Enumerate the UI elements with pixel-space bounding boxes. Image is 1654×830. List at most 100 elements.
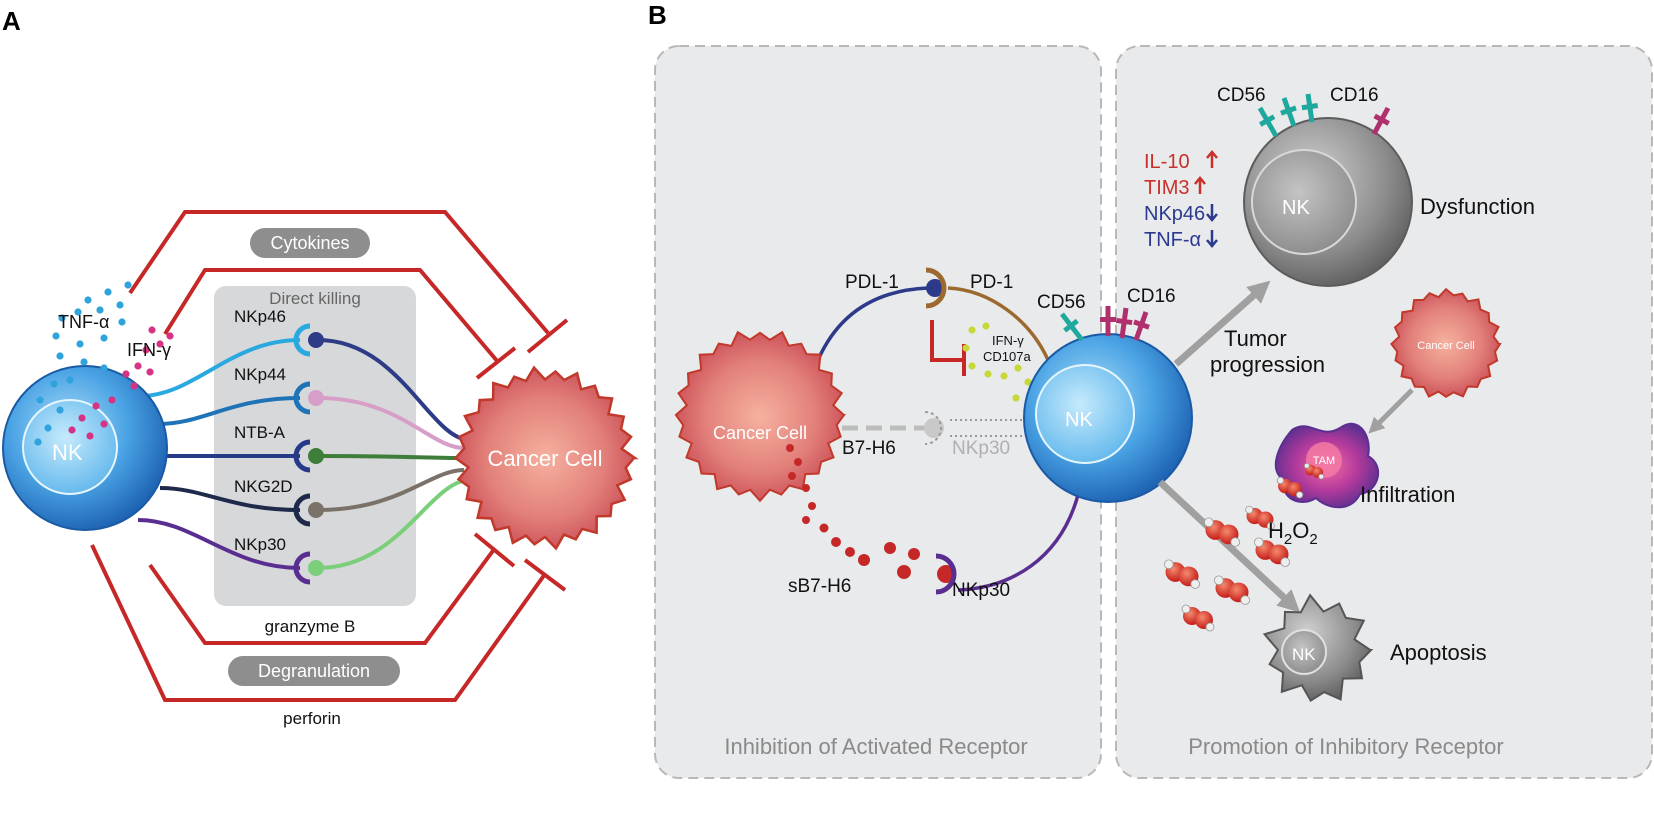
cancer-cell-b: Cancer Cell: [674, 330, 846, 503]
sb7h6-dots: [786, 444, 920, 579]
receptor-label: NKp44: [234, 365, 286, 384]
tam-label: TAM: [1313, 455, 1335, 467]
h2o2-molecule: [1276, 476, 1304, 499]
ligand-line: [317, 468, 465, 512]
tnf-dot: [36, 396, 44, 404]
tnf-dot: [100, 334, 108, 342]
ligand-ball: [308, 448, 324, 464]
pd1-line: [947, 286, 1050, 361]
tnf-dot: [52, 332, 60, 340]
granule-dot: [962, 344, 970, 352]
cd16-label: CD16: [1127, 286, 1176, 307]
cytokines-pill: [250, 228, 370, 258]
receptor-label: NTB-A: [234, 423, 286, 442]
tumor-progression-line1: Tumor: [1224, 326, 1287, 351]
ifn-dot: [148, 326, 156, 334]
marker-text: TIM3: [1144, 177, 1190, 199]
sb7h6-dot: [884, 542, 896, 554]
receptor-line: [137, 518, 301, 570]
ifn-gamma-label: IFN-γ: [127, 340, 171, 360]
cancer-cell-a: Cancer Cell: [453, 365, 639, 551]
granule-dot: [968, 326, 976, 334]
cd16-receptor-bar: [1133, 319, 1150, 330]
b7h6-label: B7-H6: [842, 438, 896, 459]
sb7h6-dot: [788, 472, 796, 480]
tnf-dot: [96, 306, 104, 314]
sb7h6-label: sB7-H6: [788, 576, 851, 597]
ligand-ball: [308, 390, 324, 406]
tnf-dot: [118, 318, 126, 326]
dys-cd16-label: CD16: [1330, 85, 1379, 106]
small-cancer-cell: Cancer Cell: [1390, 287, 1502, 398]
nk-cell-b: NK: [1023, 333, 1193, 503]
h2o2-molecule: [1181, 604, 1215, 632]
dys-cd56-receptor-bar: [1301, 102, 1319, 111]
tnf-dot: [74, 308, 82, 316]
up-arrow-icon: [1206, 150, 1218, 168]
perforin-label: perforin: [283, 709, 341, 728]
receptor-label: NKp30: [234, 535, 286, 554]
ifn-dot: [86, 432, 94, 440]
left-caption: Inhibition of Activated Receptor: [724, 734, 1027, 759]
nkp30-label: NKp30: [952, 580, 1010, 601]
receptor-line: [159, 486, 301, 512]
panel-a-letter: A: [2, 6, 21, 36]
ligand-ball: [308, 332, 324, 348]
sb7h6-dot: [845, 547, 855, 557]
granzyme-label: granzyme B: [265, 617, 356, 636]
ifn-dot: [108, 396, 116, 404]
arrow-cancer-to-tam: [1368, 388, 1414, 434]
tnf-dot: [100, 364, 108, 372]
sb7h6-dot: [802, 484, 810, 492]
granule-dot: [1014, 364, 1022, 372]
dys-cd56-receptor-bar: [1280, 105, 1297, 116]
receptor-cup: [293, 381, 311, 415]
cancer-a-label: Cancer Cell: [488, 446, 603, 471]
nk-a-label: NK: [52, 440, 83, 465]
ifn-dot: [122, 370, 130, 378]
cd56-label: CD56: [1037, 292, 1086, 313]
ligand-line: [317, 338, 471, 442]
ifn-dot: [134, 362, 142, 370]
apoptotic-nk-cell: NK: [1262, 593, 1374, 703]
degranulation-pill: [228, 656, 400, 686]
nkp30-ghost-receptor: [924, 411, 942, 445]
ligand-connections: [317, 338, 471, 570]
marker-text: NKp46: [1144, 203, 1205, 225]
pd1-label: PD-1: [970, 272, 1013, 293]
sb7h6-dot: [808, 502, 816, 510]
up-arrow-icon: [1194, 176, 1206, 194]
h2o2-molecule: [1204, 517, 1240, 547]
nk-b-label: NK: [1065, 409, 1093, 431]
granule-dot: [968, 362, 976, 370]
sb7h6-dot: [819, 523, 829, 533]
marker-text: IL-10: [1144, 151, 1190, 173]
down-arrow-icon: [1206, 230, 1218, 248]
ifn-dot: [68, 426, 76, 434]
granule-dot: [1012, 394, 1020, 402]
sb7h6-dot: [858, 554, 870, 566]
receptor-connections: [137, 338, 301, 570]
tnf-dot: [50, 380, 58, 388]
sb7h6-dot: [786, 444, 794, 452]
degranulation-label: Degranulation: [258, 661, 370, 681]
arrow-to-dysfunction: [1173, 280, 1271, 367]
ifn-dot: [78, 414, 86, 422]
direct-killing-box: [214, 286, 416, 606]
ligand-ball: [308, 560, 324, 576]
ifn-dot: [142, 346, 150, 354]
granule-dot: [982, 322, 990, 330]
nk-cell-a: NK: [2, 365, 168, 531]
h2o2-molecule: [1164, 559, 1200, 589]
tnf-dot: [104, 288, 112, 296]
ligand-line: [317, 478, 471, 570]
tnf-dot: [34, 438, 42, 446]
dys-surface-receptors: [1257, 93, 1391, 138]
receptor-label: NKp46: [234, 307, 286, 326]
sb7h6-dot: [802, 516, 810, 524]
cd16-receptor-bar: [1115, 317, 1133, 326]
dysfunction-label: Dysfunction: [1420, 194, 1535, 219]
nk-b-surface-receptors: [1060, 306, 1150, 342]
ifn-dot: [100, 420, 108, 428]
